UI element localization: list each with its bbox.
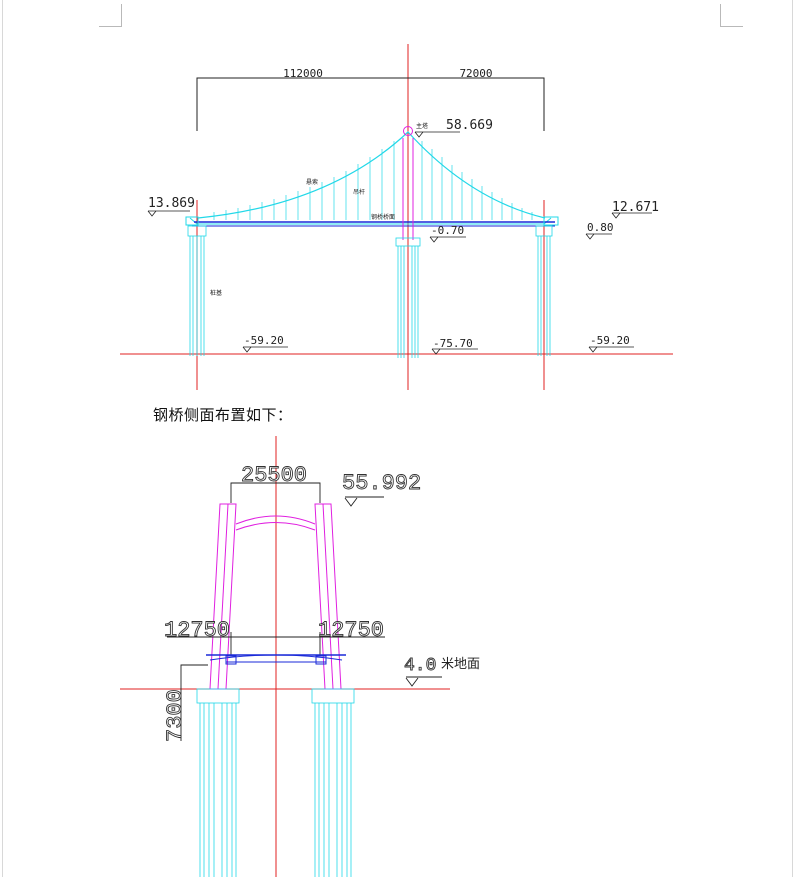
tower-top-label: 主塔: [416, 122, 428, 130]
right-dim-label: 12750: [318, 618, 384, 643]
corner-mark-top-right: [720, 4, 743, 27]
deck-label: 钢桥桥面: [371, 213, 395, 221]
hanger-label: 吊杆: [353, 188, 365, 196]
piles: [187, 225, 553, 358]
ground-elev-label: 4.0: [404, 656, 436, 676]
axis-lines: [120, 44, 673, 390]
side-piles: [196, 688, 355, 877]
ground-marker: [405, 676, 442, 687]
hangers-left: [213, 141, 395, 220]
ground-label: 米地面: [441, 657, 480, 672]
tower-top-elev: 58.669: [446, 118, 493, 133]
cable-label: 悬索: [306, 178, 318, 186]
pile-left-elev: -59.20: [244, 334, 284, 347]
vertical-dimension: [180, 664, 208, 741]
pile-mid-elev: -75.70: [433, 337, 473, 350]
left-dim-label: 12750: [164, 618, 230, 643]
mid-deck-elev: -0.70: [431, 224, 464, 237]
right-deck-elev: 12.671: [612, 200, 659, 215]
main-cable: [197, 131, 546, 219]
top-width-label: 25500: [241, 463, 307, 488]
left-deck-elev: 13.869: [148, 196, 195, 211]
right-small-elev: 0.80: [587, 221, 614, 234]
elevation-markers: [147, 131, 652, 355]
side-deck: [206, 654, 346, 665]
span-dimension: [196, 77, 545, 131]
bridge-deck: [185, 216, 559, 227]
top-elev-marker: [344, 496, 384, 507]
vertical-dim-label: 7300: [163, 689, 188, 742]
section-caption: 钢桥侧面布置如下：: [153, 406, 293, 424]
span-left-label: 112000: [283, 67, 323, 80]
main-tower: [402, 126, 414, 240]
bridge-elevation-drawing: 112000 72000: [120, 44, 673, 390]
span-right-label: 72000: [459, 67, 492, 80]
mid-dimension: [167, 632, 385, 655]
corner-mark-top-left: [99, 4, 122, 27]
pile-right-elev: -59.20: [590, 334, 630, 347]
side-axis-lines: [120, 436, 450, 877]
top-width-dimension: [230, 482, 321, 503]
pile-label: 桩基: [210, 289, 222, 297]
top-elev-label: 55.992: [342, 471, 421, 496]
